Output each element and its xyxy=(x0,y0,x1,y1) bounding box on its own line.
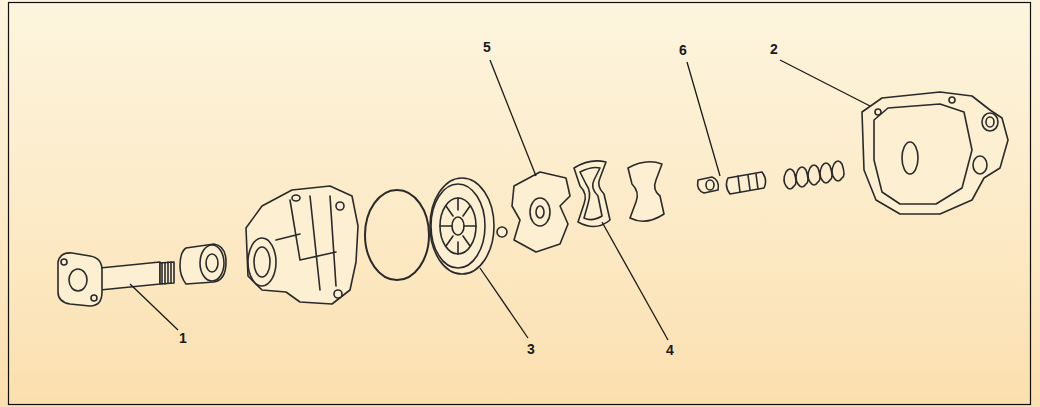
drive-shaft xyxy=(58,253,174,306)
leader-lines xyxy=(130,60,870,340)
rotor-ring xyxy=(430,178,494,274)
gasket xyxy=(628,162,664,221)
callout-number: 2 xyxy=(770,42,778,56)
callout-number: 4 xyxy=(666,343,674,357)
rear-housing xyxy=(862,92,1008,214)
bearing xyxy=(180,244,226,284)
dowel-pin xyxy=(497,227,507,237)
leader-line xyxy=(490,60,536,176)
pressure-plate xyxy=(512,172,570,252)
callout-number: 1 xyxy=(179,331,187,345)
leader-line xyxy=(780,60,870,106)
flow-control-valve xyxy=(698,161,844,194)
front-housing xyxy=(246,186,358,304)
leader-line xyxy=(480,268,528,338)
o-ring xyxy=(365,190,429,280)
seal-ring-inner xyxy=(580,168,602,220)
leader-line xyxy=(687,62,720,176)
frame xyxy=(9,3,1031,405)
seal-ring xyxy=(574,161,610,227)
leader-line xyxy=(130,284,178,330)
leader-line xyxy=(602,222,668,340)
callout-number: 6 xyxy=(679,43,687,57)
callout-number: 5 xyxy=(483,40,491,54)
callout-number: 3 xyxy=(527,342,535,356)
